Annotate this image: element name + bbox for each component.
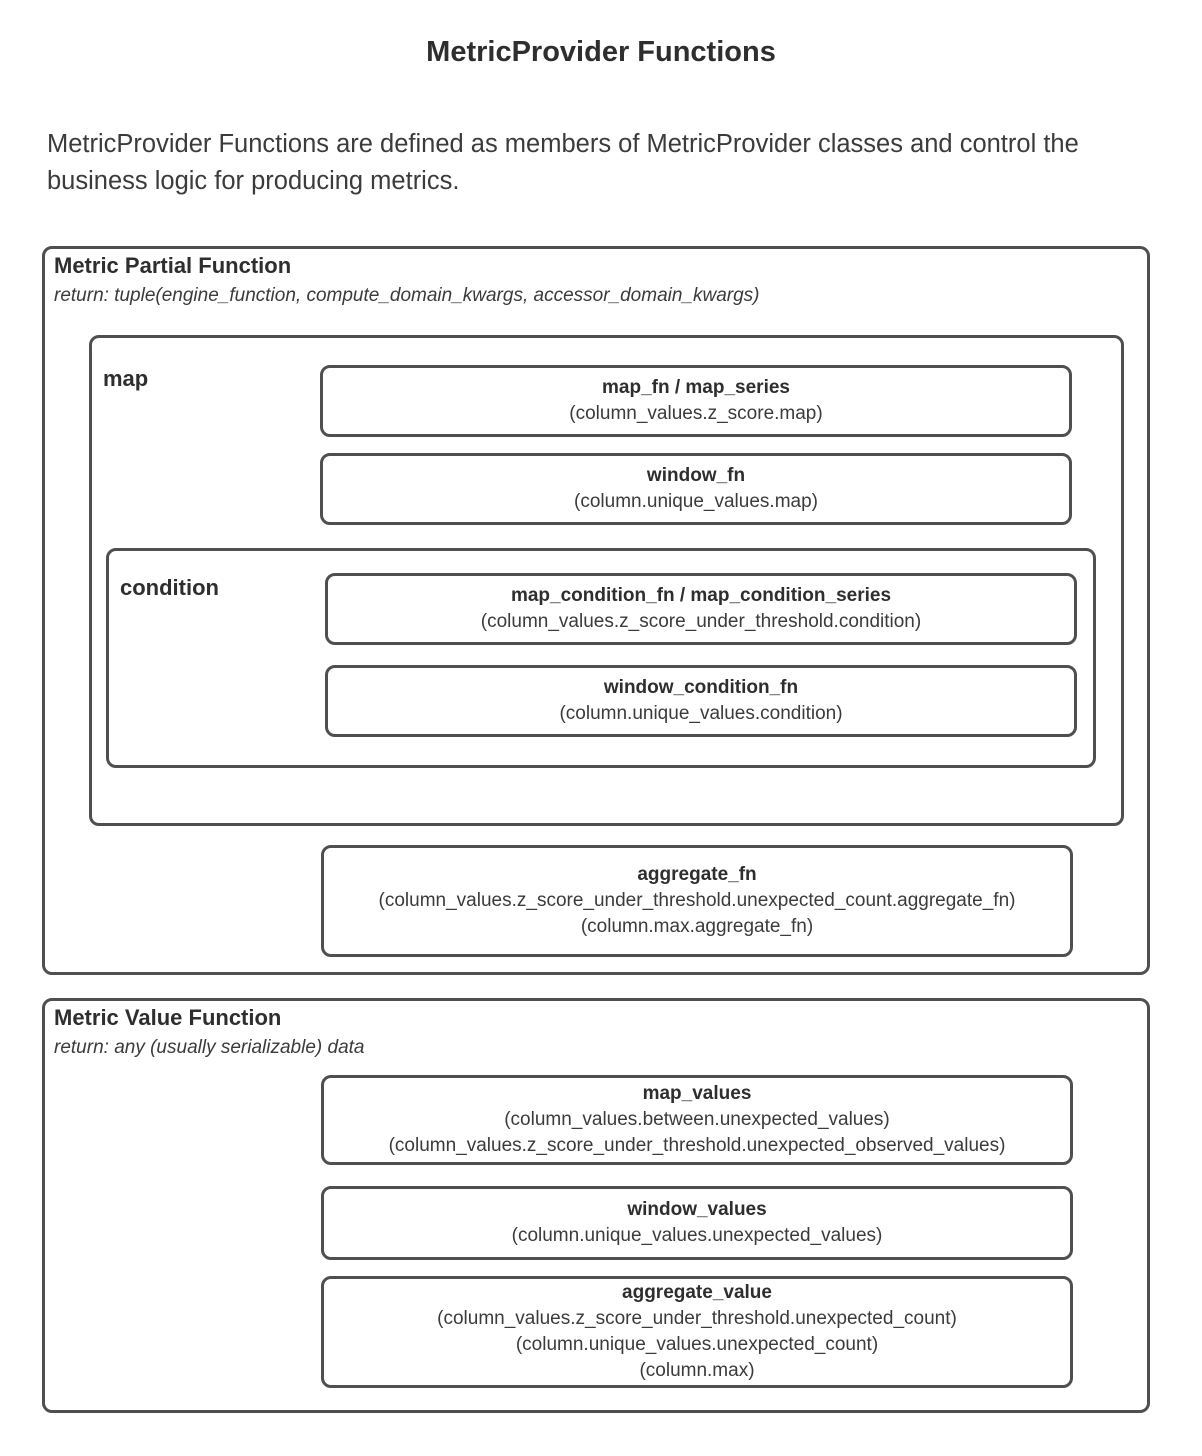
metric-partial-function-group: Metric Partial Function return: tuple(en… bbox=[42, 246, 1150, 975]
window-values-node: window_values (column.unique_values.unex… bbox=[321, 1186, 1073, 1260]
node-example: (column_values.z_score_under_threshold.u… bbox=[388, 1135, 1006, 1156]
map-values-node: map_values (column_values.between.unexpe… bbox=[321, 1075, 1073, 1165]
map-fn-node: map_fn / map_series (column_values.z_sco… bbox=[320, 365, 1072, 437]
node-example: (column.unique_values.condition) bbox=[559, 703, 843, 724]
map-condition-fn-node: map_condition_fn / map_condition_series … bbox=[325, 573, 1077, 645]
node-title: window_condition_fn bbox=[603, 677, 799, 698]
map-group: map map_fn / map_series (column_values.z… bbox=[89, 335, 1124, 826]
window-fn-node: window_fn (column.unique_values.map) bbox=[320, 453, 1072, 525]
node-title: window_fn bbox=[646, 465, 746, 486]
node-example: (column_values.z_score_under_threshold.c… bbox=[480, 611, 922, 632]
node-title: map_fn / map_series bbox=[602, 377, 790, 398]
node-example: (column.max.aggregate_fn) bbox=[580, 916, 814, 937]
node-example: (column_values.z_score_under_threshold.u… bbox=[378, 890, 1016, 911]
node-title: aggregate_value bbox=[622, 1282, 772, 1303]
window-condition-fn-node: window_condition_fn (column.unique_value… bbox=[325, 665, 1077, 737]
metric-value-function-title: Metric Value Function bbox=[54, 1005, 282, 1030]
metric-partial-function-title: Metric Partial Function bbox=[54, 253, 292, 278]
node-example: (column.unique_values.unexpected_count) bbox=[515, 1334, 879, 1355]
node-title: aggregate_fn bbox=[637, 864, 757, 885]
page-title: MetricProvider Functions bbox=[426, 36, 776, 68]
intro-text: MetricProvider Functions are defined as … bbox=[47, 130, 1079, 195]
metric-partial-function-return-note: return: tuple(engine_function, compute_d… bbox=[54, 285, 760, 306]
node-title: map_condition_fn / map_condition_series bbox=[510, 585, 892, 606]
node-example: (column_values.between.unexpected_values… bbox=[504, 1109, 890, 1130]
node-example: (column.max) bbox=[639, 1360, 755, 1381]
node-example: (column_values.z_score_under_threshold.u… bbox=[437, 1308, 957, 1329]
node-example: (column_values.z_score.map) bbox=[569, 403, 823, 424]
condition-group: condition map_condition_fn / map_conditi… bbox=[106, 548, 1096, 768]
node-example: (column.unique_values.map) bbox=[574, 491, 818, 512]
metric-value-function-group: Metric Value Function return: any (usual… bbox=[42, 998, 1150, 1413]
aggregate-fn-node: aggregate_fn (column_values.z_score_unde… bbox=[321, 845, 1073, 957]
node-title: window_values bbox=[627, 1199, 767, 1220]
node-example: (column.unique_values.unexpected_values) bbox=[511, 1225, 883, 1246]
condition-group-label: condition bbox=[120, 575, 219, 600]
aggregate-value-node: aggregate_value (column_values.z_score_u… bbox=[321, 1276, 1073, 1388]
node-title: map_values bbox=[642, 1083, 752, 1104]
map-group-label: map bbox=[103, 366, 149, 391]
metric-value-function-return-note: return: any (usually serializable) data bbox=[54, 1037, 365, 1058]
